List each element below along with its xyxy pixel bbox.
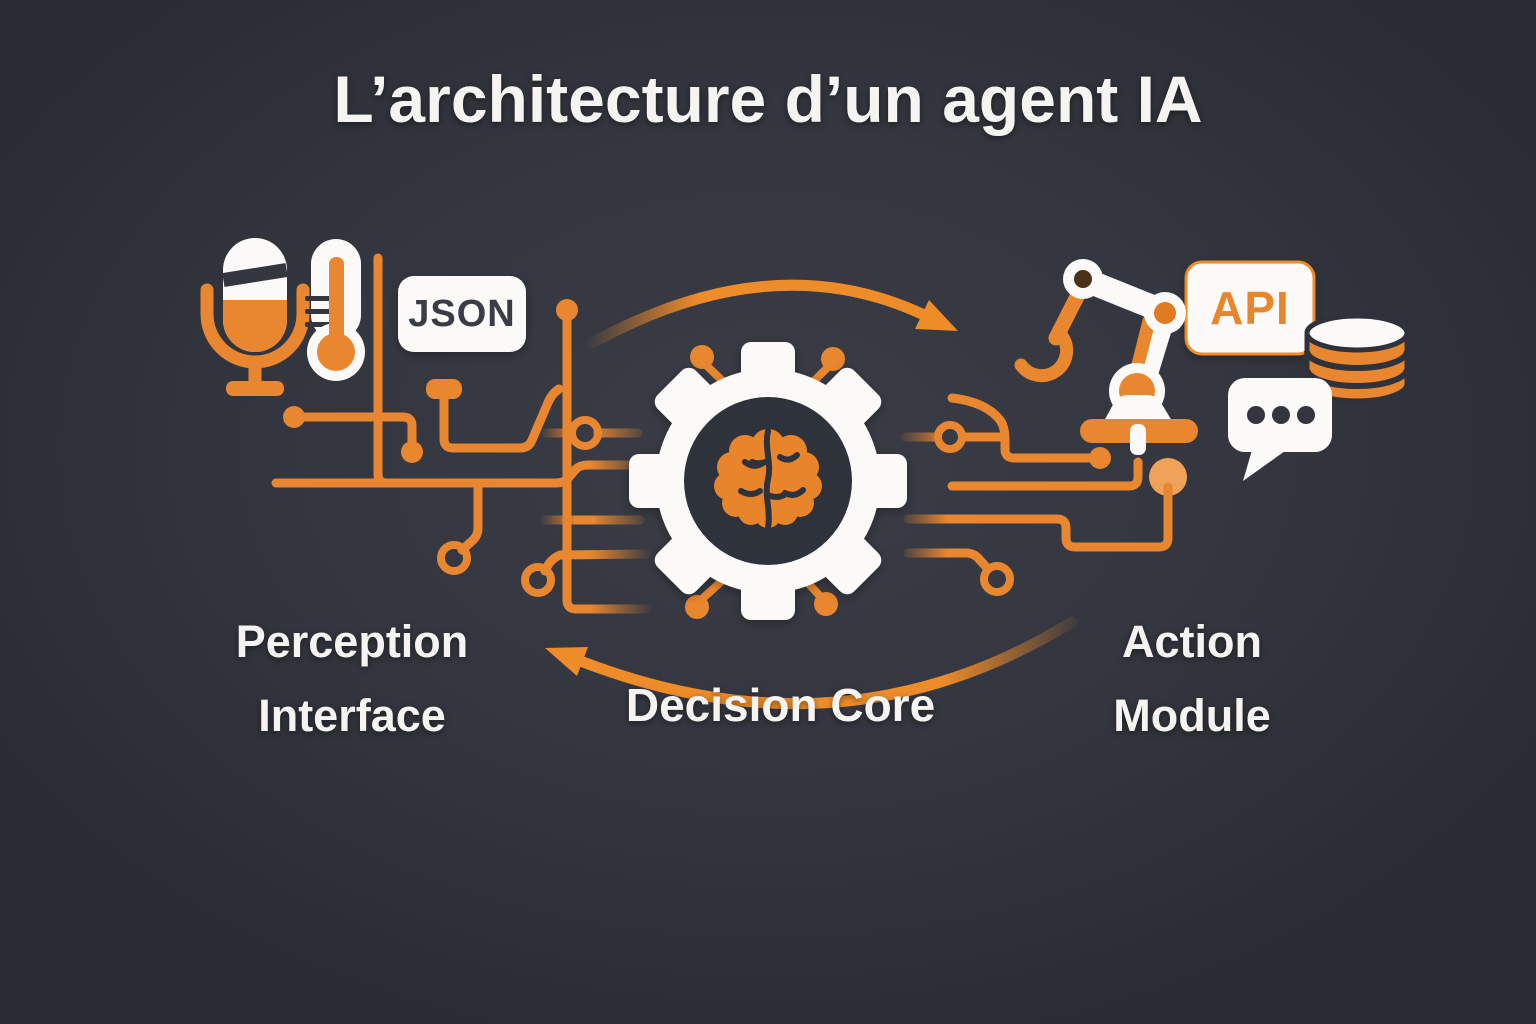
action-label-line1: Action (1122, 616, 1262, 667)
circuit-traces (271, 253, 1187, 619)
action-to-perception-return-arrow (545, 616, 1078, 710)
gear-icon (629, 342, 907, 620)
api-badge-label: API (1210, 282, 1290, 334)
robot-arm-icon (1014, 259, 1198, 455)
brain-icon (714, 428, 822, 531)
action-label-line2: Module (1113, 690, 1271, 741)
perception-label-line1: Perception (235, 616, 469, 667)
decision-core-label: Decision Core (625, 679, 936, 731)
page-title: L’architecture d’un agent IA (333, 62, 1203, 136)
perception-label-line2: Interface (258, 690, 446, 741)
action-module-label: Action Module (992, 605, 1392, 753)
perception-interface-label: Perception Interface (152, 605, 552, 753)
thermometer-icon (305, 239, 365, 381)
microphone-icon (200, 238, 310, 396)
json-badge (398, 276, 526, 352)
json-badge-label: JSON (408, 292, 516, 335)
api-badge (1184, 260, 1316, 356)
perception-to-action-top-arrow (579, 279, 958, 353)
chat-bubble-icon (1228, 378, 1332, 481)
